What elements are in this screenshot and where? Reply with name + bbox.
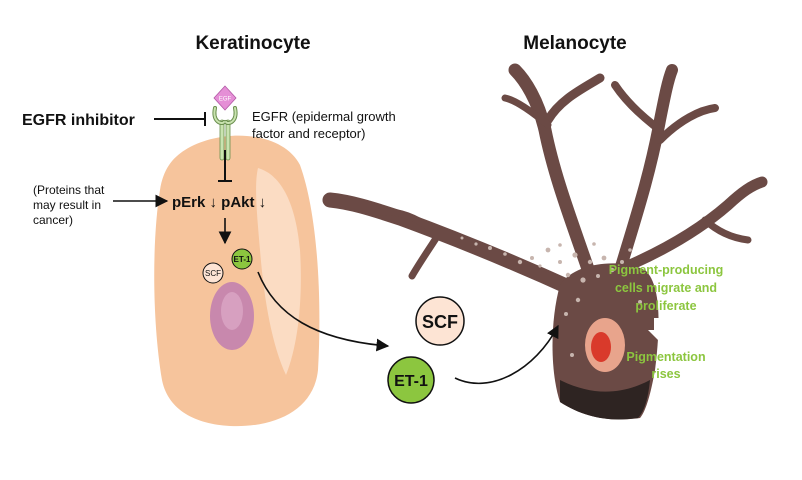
egfr-label-line2: factor and receptor) (252, 126, 365, 141)
pigmentation-line1: Pigmentation (626, 350, 705, 364)
arrows (113, 194, 559, 385)
egf-label: EGF (219, 97, 232, 103)
migrate-line2: cells migrate and (615, 281, 717, 295)
small-scf-label: SCF (205, 269, 221, 278)
inhibitor-lines (154, 112, 232, 182)
perk-pakt-label: pErk ↓ pAkt ↓ (172, 194, 266, 211)
small-scf-circle: SCF (202, 262, 224, 284)
proteins-label-line3: cancer) (33, 213, 73, 227)
secretion-arrow (257, 271, 390, 352)
pigmentation-arrow (648, 318, 668, 340)
keratinocyte-nucleus-inner (221, 292, 243, 330)
pigmentation-line2: rises (651, 367, 680, 381)
migrate-line1: Pigment-producing (609, 263, 724, 277)
egfr-inhibitor-label: EGFR inhibitor (22, 112, 135, 129)
migrate-line3: proliferate (635, 299, 696, 313)
large-et1-label: ET-1 (394, 373, 428, 390)
egf-ligand (213, 85, 237, 111)
keratinocyte-cell (154, 135, 320, 427)
melanin-granules (460, 236, 642, 357)
large-et1-circle: ET-1 (387, 356, 435, 404)
migrate-text: Pigment-producing cells migrate and prol… (609, 263, 724, 313)
small-et1-circle: ET-1 (231, 248, 253, 270)
proteins-label-line2: may result in (33, 198, 101, 212)
keratinocyte-highlight (256, 168, 301, 375)
small-et1-label: ET-1 (234, 255, 251, 264)
melanocyte-shadow (560, 380, 650, 420)
melanocyte-nucleolus (591, 332, 611, 362)
pigmentation-text: Pigmentation rises (626, 350, 705, 381)
et1-to-melanocyte-arrow (454, 324, 559, 385)
large-scf-circle: SCF (415, 296, 465, 346)
melanocyte-cell (322, 63, 768, 420)
egfr-label-line1: EGFR (epidermal growth (252, 109, 396, 124)
melanocyte-title: Melanocyte (523, 33, 626, 54)
egfr-receptor: EGF (212, 85, 238, 161)
proteins-label-line1: (Proteins that (33, 183, 105, 197)
large-scf-label: SCF (422, 312, 458, 332)
keratinocyte-title: Keratinocyte (195, 33, 310, 54)
melanocyte-dendrites (322, 63, 768, 298)
